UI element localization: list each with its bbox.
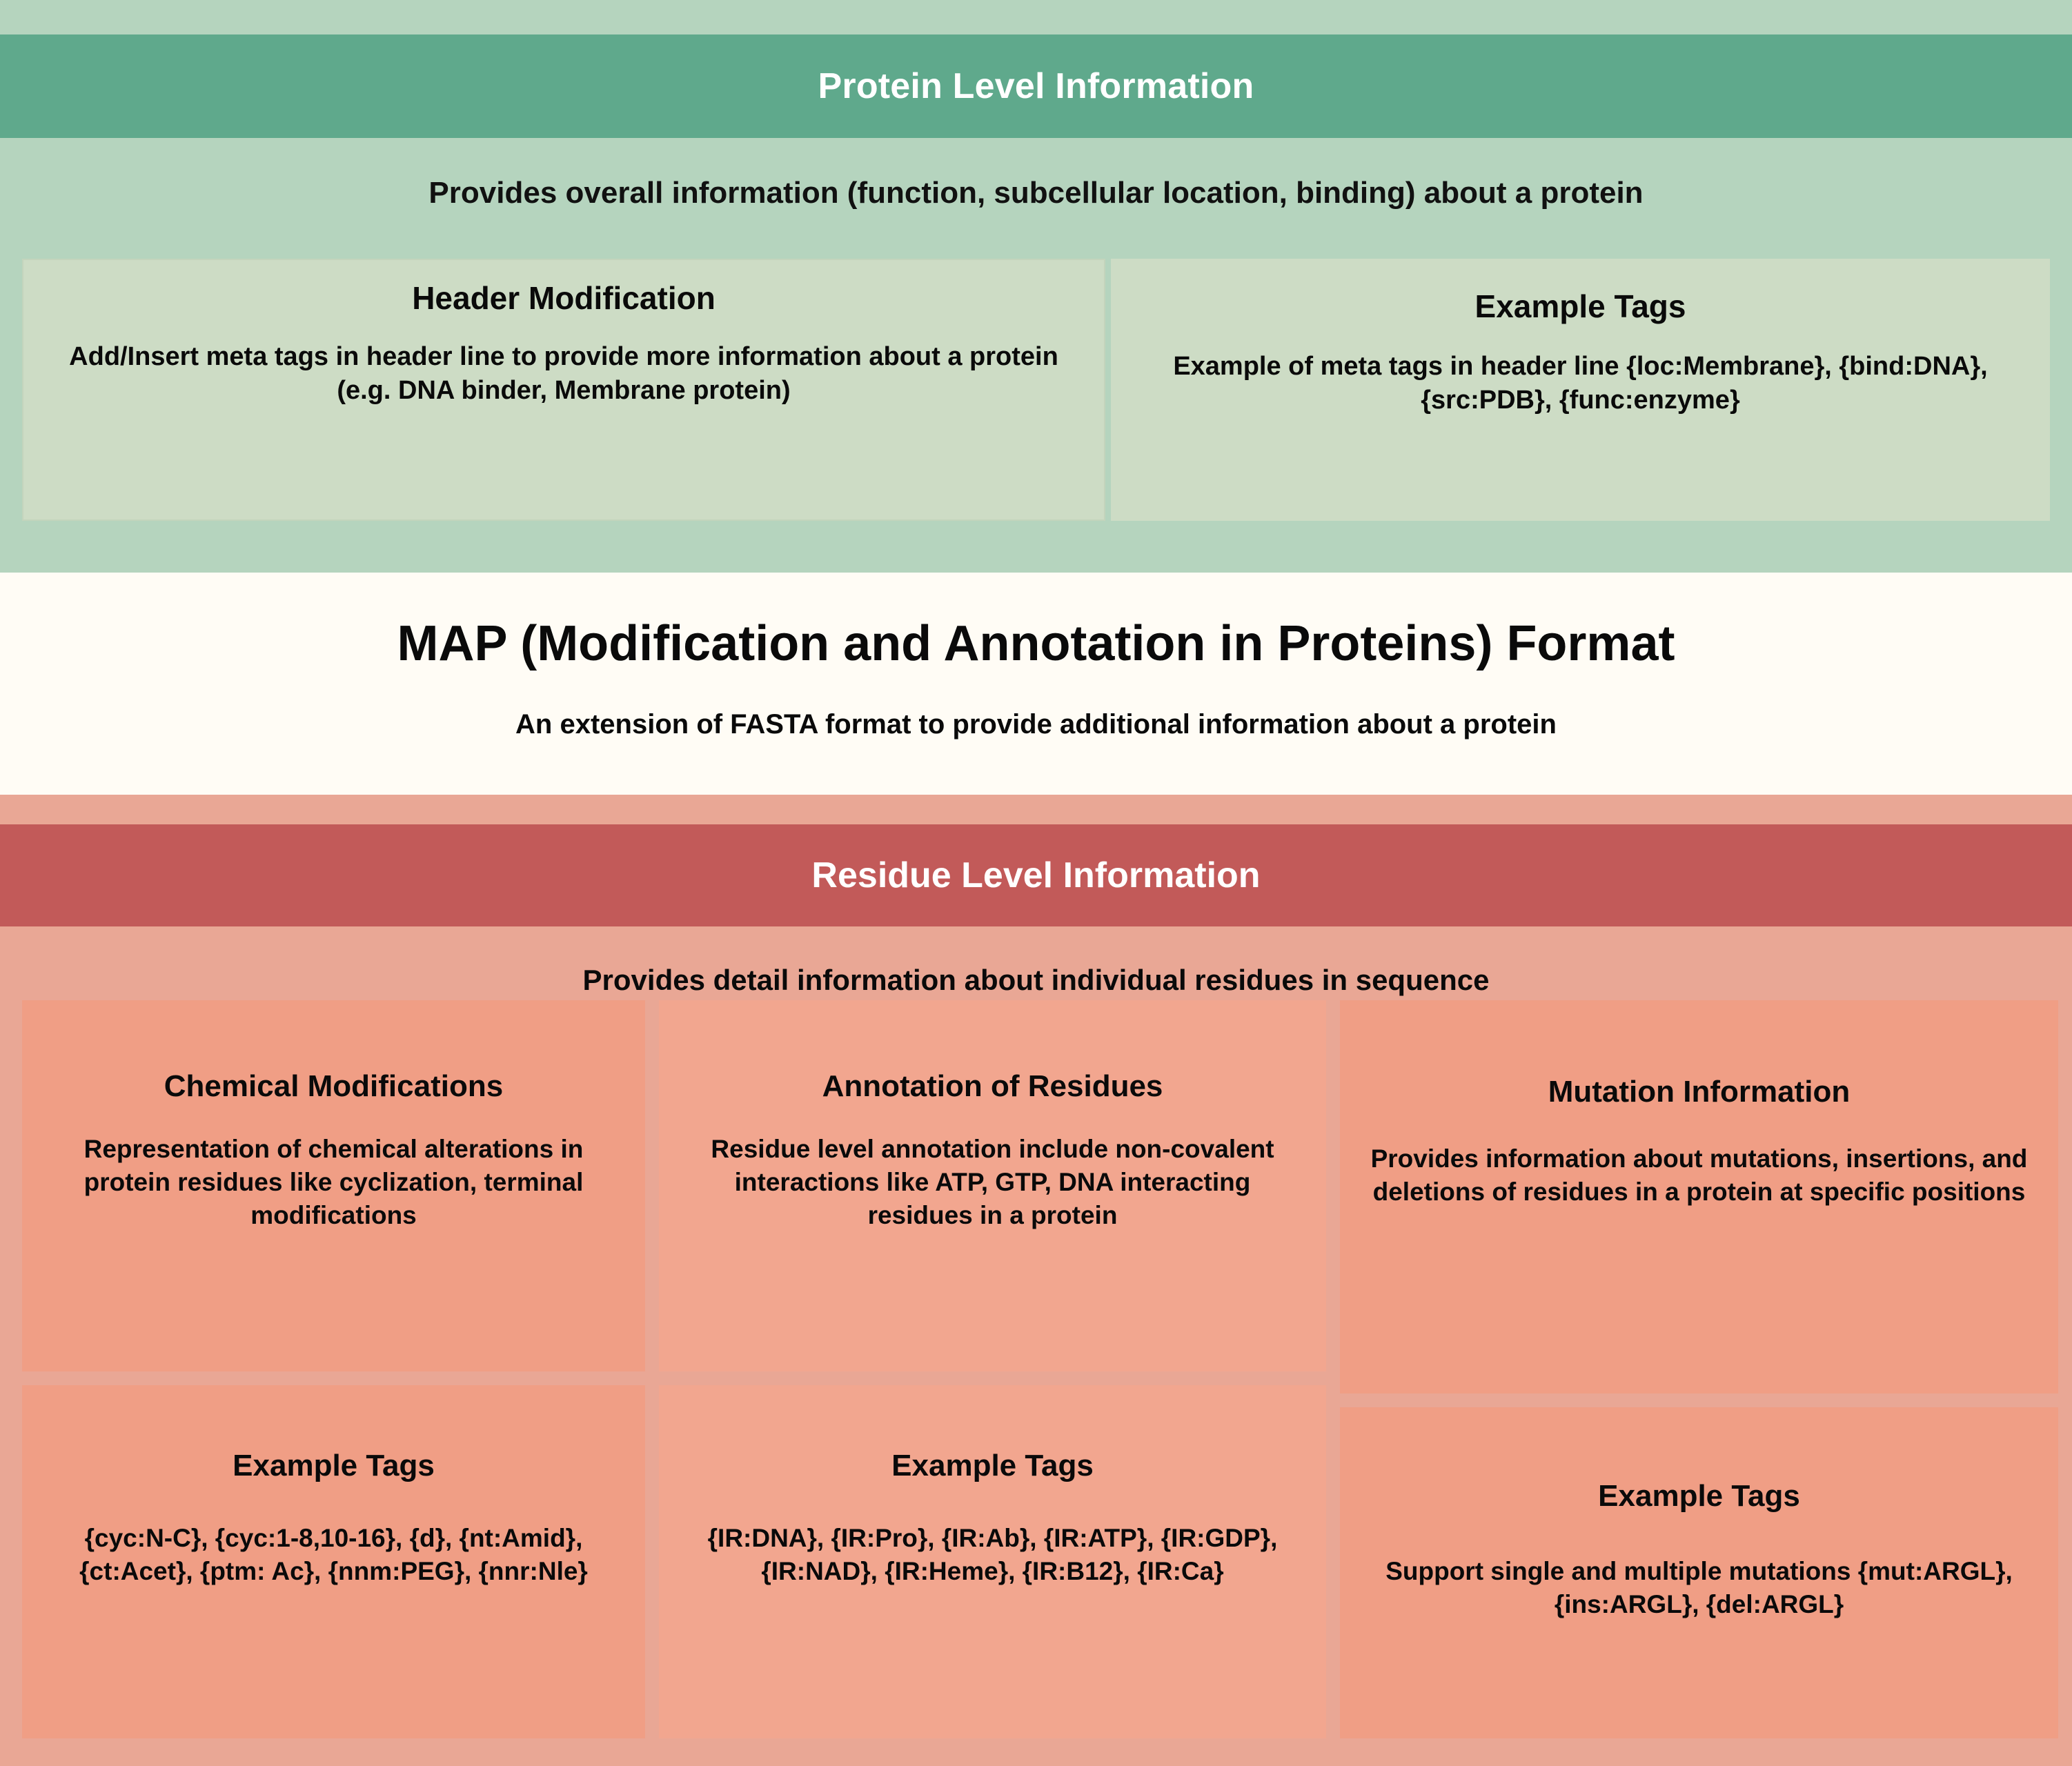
- chemical-modifications-card: Chemical Modifications Representation of…: [22, 1000, 645, 1371]
- mutation-information-title: Mutation Information: [1548, 1075, 1851, 1109]
- chemical-modifications-body: Representation of chemical alterations i…: [83, 1135, 584, 1230]
- annotation-of-residues-example-tags-card: Example Tags {IR:DNA}, {IR:Pro}, {IR:Ab}…: [659, 1385, 1326, 1738]
- residue-level-section: Residue Level Information Provides detai…: [0, 795, 2072, 1766]
- protein-level-box-row: Header Modification Add/Insert meta tags…: [0, 259, 2072, 521]
- map-format-title: MAP (Modification and Annotation in Prot…: [397, 616, 1675, 671]
- residue-card-grid: Chemical Modifications Representation of…: [0, 1000, 2072, 1738]
- mutation-information-example-tags-body: Support single and multiple mutations {m…: [1385, 1557, 2013, 1619]
- mutation-information-body: Provides information about mutations, in…: [1370, 1144, 2028, 1207]
- protein-level-header-title: Protein Level Information: [818, 66, 1254, 106]
- header-modification-card: Header Modification Add/Insert meta tags…: [22, 259, 1105, 521]
- mutation-information-example-tags-card: Example Tags Support single and multiple…: [1340, 1407, 2058, 1738]
- protein-example-tags-body: Example of meta tags in header line {loc…: [1173, 352, 1988, 415]
- map-format-band: MAP (Modification and Annotation in Prot…: [0, 573, 2072, 795]
- mutation-information-card: Mutation Information Provides informatio…: [1340, 1000, 2058, 1393]
- protein-level-header-band: Protein Level Information: [0, 34, 2072, 138]
- annotation-of-residues-example-tags-title: Example Tags: [891, 1449, 1094, 1482]
- protein-level-section: Protein Level Information Provides overa…: [0, 0, 2072, 573]
- protein-level-subtitle: Provides overall information (function, …: [428, 176, 1644, 210]
- annotation-of-residues-title: Annotation of Residues: [822, 1069, 1163, 1103]
- protein-example-tags-title: Example Tags: [1474, 288, 1686, 324]
- header-modification-title: Header Modification: [412, 280, 716, 316]
- residue-level-header-band: Residue Level Information: [0, 824, 2072, 926]
- residue-level-header-title: Residue Level Information: [811, 855, 1261, 895]
- chemical-modifications-example-tags-card: Example Tags {cyc:N-C}, {cyc:1-8,10-16},…: [22, 1385, 645, 1738]
- residue-level-subtitle: Provides detail information about indivi…: [582, 964, 1490, 996]
- mutation-information-example-tags-title: Example Tags: [1598, 1479, 1800, 1513]
- chemical-modifications-example-tags-title: Example Tags: [233, 1449, 435, 1482]
- header-modification-body: Add/Insert meta tags in header line to p…: [69, 342, 1058, 405]
- annotation-of-residues-body: Residue level annotation include non-cov…: [711, 1135, 1274, 1230]
- chemical-modifications-title: Chemical Modifications: [164, 1069, 504, 1103]
- protein-example-tags-card: Example Tags Example of meta tags in hea…: [1111, 259, 2050, 521]
- annotation-of-residues-example-tags-body: {IR:DNA}, {IR:Pro}, {IR:Ab}, {IR:ATP}, {…: [707, 1524, 1278, 1586]
- chemical-modifications-example-tags-body: {cyc:N-C}, {cyc:1-8,10-16}, {d}, {nt:Ami…: [79, 1524, 588, 1586]
- annotation-of-residues-card: Annotation of Residues Residue level ann…: [659, 1000, 1326, 1371]
- map-format-subtitle: An extension of FASTA format to provide …: [515, 709, 1557, 740]
